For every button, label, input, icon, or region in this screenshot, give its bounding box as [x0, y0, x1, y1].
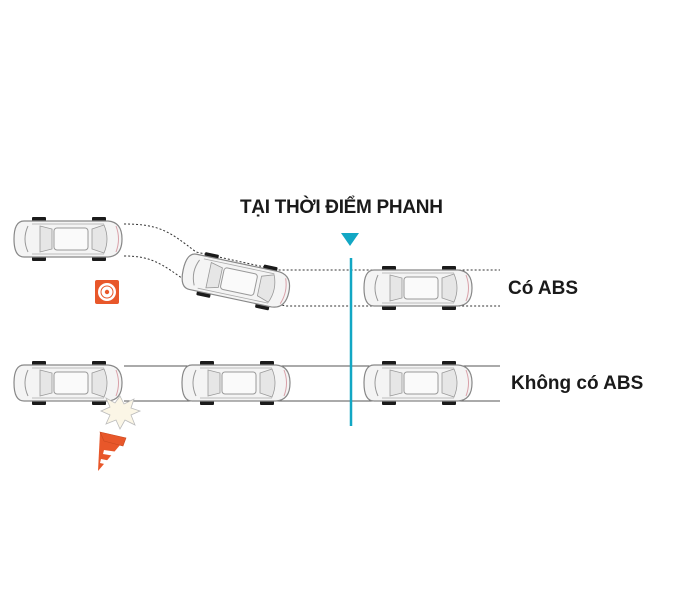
- car-abs-start: [13, 216, 123, 262]
- car-abs-steering: [178, 247, 294, 315]
- row-label-without-abs: Không có ABS: [511, 373, 644, 394]
- traffic-cone-icon: [98, 431, 127, 471]
- braking-moment-title: TẠI THỜI ĐIỂM PHANH: [240, 197, 443, 218]
- row-label-with-abs: Có ABS: [508, 278, 579, 299]
- braking-point-marker-icon: [341, 233, 359, 246]
- abs-wheel-track-top: [123, 223, 500, 271]
- car-noabs-middle: [181, 360, 291, 406]
- car-noabs-end: [363, 360, 473, 406]
- car-abs-end: [363, 265, 473, 311]
- collision-burst-icon: [100, 395, 142, 430]
- obstacle-target-icon: [95, 280, 119, 304]
